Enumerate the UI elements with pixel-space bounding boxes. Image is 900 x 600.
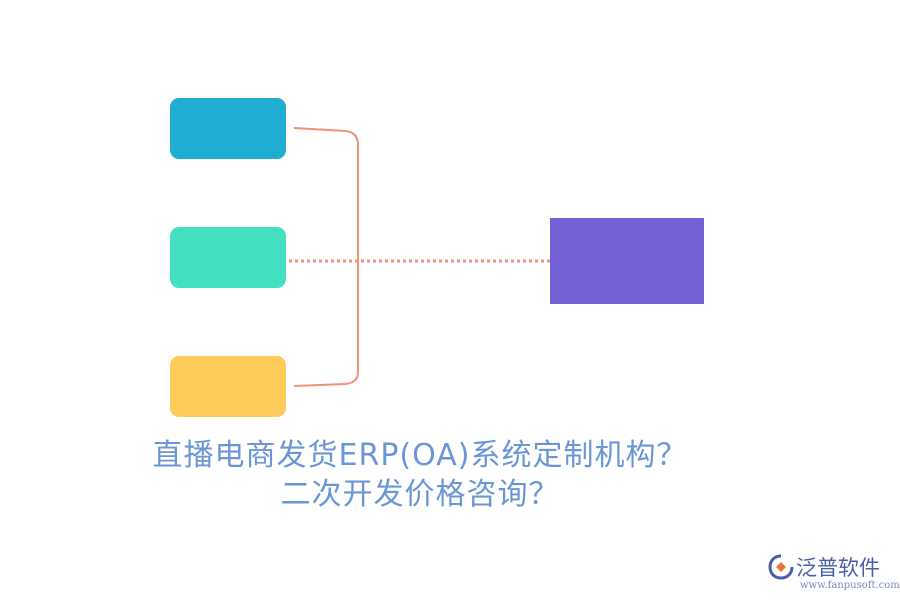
node-box-yellow (170, 356, 286, 417)
logo-mark-icon (768, 554, 794, 580)
brand-logo: 泛普软件 www.fanpusoft.com (768, 552, 900, 596)
bracket-connector (293, 127, 359, 387)
title-line-1: 直播电商发货ERP(OA)系统定制机构？ (152, 438, 688, 473)
logo-url: www.fanpusoft.com (800, 580, 900, 591)
node-box-blue (170, 98, 286, 159)
title-line-2: 二次开发价格咨询？ (280, 477, 560, 512)
node-box-purple (550, 218, 704, 304)
node-box-teal (170, 227, 286, 288)
logo-name: 泛普软件 (796, 556, 880, 580)
